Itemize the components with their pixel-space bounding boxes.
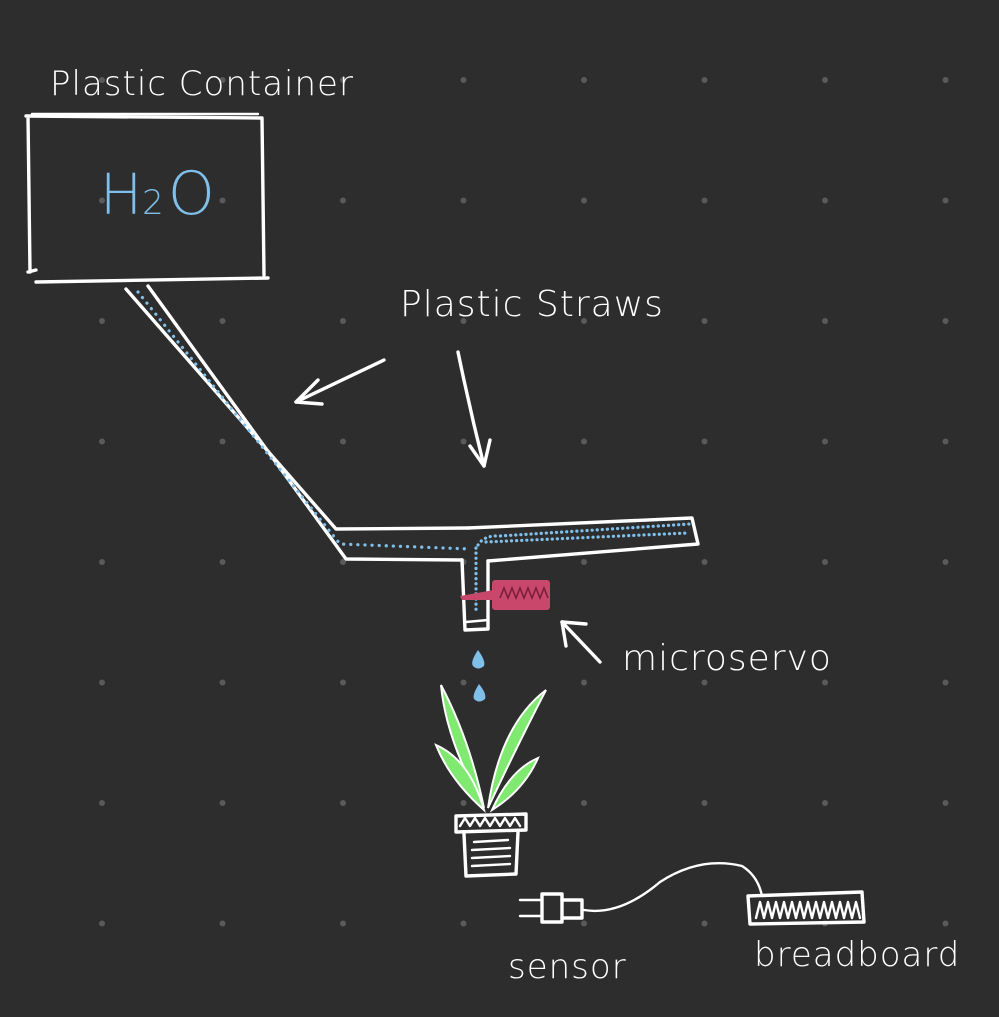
grid-dot: [219, 800, 226, 806]
grid-dot: [942, 559, 949, 565]
microservo-icon: [460, 580, 550, 610]
grid-dot: [581, 77, 587, 83]
grid-dot: [581, 197, 587, 204]
background-grid: [99, 77, 949, 927]
arrow-icon: [560, 620, 602, 664]
grid-dot: [99, 77, 105, 83]
breadboard-label: breadboard: [754, 935, 960, 975]
plastic-container: H2O: [24, 112, 270, 284]
grid-dot: [340, 800, 346, 806]
grid-dot: [942, 920, 949, 927]
grid-dot: [822, 559, 828, 565]
grid-dot: [822, 197, 828, 204]
grid-dot: [942, 318, 949, 324]
grid-dot: [460, 197, 467, 204]
grid-dot: [99, 679, 105, 686]
grid-dot: [581, 800, 587, 806]
breadboard-icon: [746, 890, 866, 926]
h2o-label: H2O: [100, 159, 215, 229]
grid-dot: [340, 559, 346, 565]
grid-dot: [219, 197, 226, 204]
grid-dot: [219, 920, 226, 927]
grid-dot: [340, 318, 346, 324]
grid-dot: [99, 197, 105, 204]
grid-dot: [581, 920, 587, 927]
grid-dot: [219, 318, 226, 324]
grid-dot: [822, 438, 828, 445]
grid-dot: [822, 318, 828, 324]
sensor-plug-icon: [518, 862, 764, 924]
grid-dot: [340, 920, 346, 927]
grid-dot: [340, 438, 346, 445]
grid-dot: [219, 559, 226, 565]
arrow-icon: [294, 358, 386, 406]
grid-dot: [942, 438, 949, 445]
grid-dot: [822, 77, 828, 83]
grid-dot: [340, 679, 346, 686]
grid-dot: [701, 559, 708, 565]
plastic-straw: [124, 284, 700, 632]
grid-dot: [581, 438, 587, 445]
sensor-label: sensor: [508, 947, 627, 987]
grid-dot: [219, 77, 226, 83]
grid-dot: [581, 559, 587, 565]
grid-dot: [99, 800, 105, 806]
grid-dot: [219, 679, 226, 686]
grid-dot: [99, 318, 105, 324]
grid-dot: [460, 318, 467, 324]
container-label: Plastic Container: [50, 64, 354, 104]
grid-dot: [942, 197, 949, 204]
grid-dot: [942, 800, 949, 806]
arrow-icon: [456, 350, 492, 468]
grid-dot: [822, 800, 828, 806]
grid-dot: [701, 318, 708, 324]
grid-dot: [99, 559, 105, 565]
grid-dot: [340, 77, 346, 83]
grid-dot: [701, 438, 708, 445]
straws-label: Plastic Straws: [400, 284, 664, 325]
grid-dot: [942, 77, 949, 83]
grid-dot: [701, 197, 708, 204]
grid-dot: [701, 679, 708, 686]
grid-dot: [581, 318, 587, 324]
plant-icon: [434, 684, 547, 813]
grid-dot: [219, 438, 226, 445]
microservo-label: microservo: [622, 638, 832, 679]
grid-dot: [701, 77, 708, 83]
grid-dot: [460, 77, 467, 83]
grid-dot: [581, 679, 587, 686]
grid-dot: [822, 679, 828, 686]
water-droplet-icon: [472, 650, 486, 702]
grid-dot: [460, 679, 467, 686]
grid-dot: [340, 197, 346, 204]
pot-icon: [454, 812, 528, 878]
grid-dot: [99, 438, 105, 445]
grid-dot: [701, 800, 708, 806]
grid-dot: [460, 438, 467, 445]
grid-dot: [701, 920, 708, 927]
grid-dot: [99, 920, 105, 927]
grid-dot: [942, 679, 949, 686]
grid-dot: [460, 800, 467, 806]
grid-dot: [460, 920, 467, 927]
